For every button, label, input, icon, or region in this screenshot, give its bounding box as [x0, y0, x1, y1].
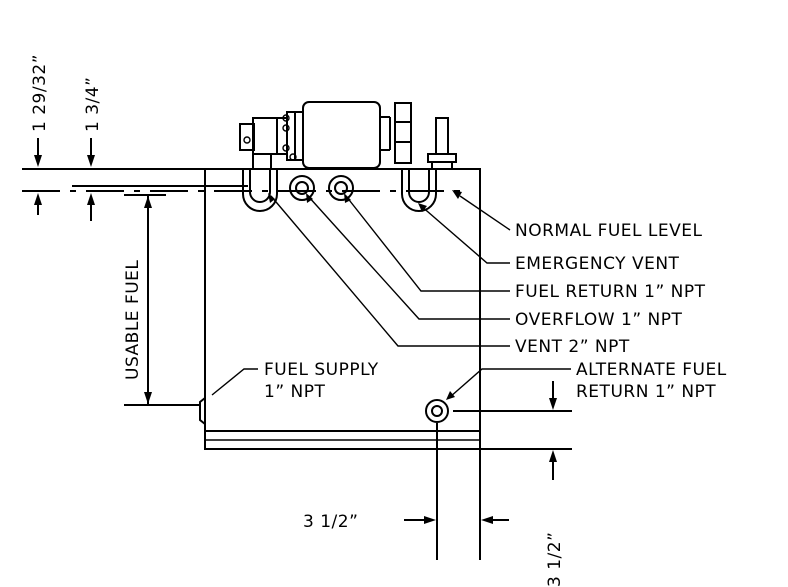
top-outer-dimension-label: 1 29/32” [30, 54, 50, 132]
fuel-return-port [328, 175, 354, 201]
alternate-fuel-return-port [425, 399, 449, 423]
vent-label: VENT 2” NPT [515, 337, 630, 357]
alternate-fuel-return-label-1: ALTERNATE FUEL [576, 360, 727, 380]
top-inner-dimension-label: 1 3/4” [83, 77, 103, 132]
normal-fuel-level-label: NORMAL FUEL LEVEL [515, 221, 703, 241]
emergency-vent-fitting [401, 170, 437, 212]
vent-fitting [242, 170, 278, 212]
usable-fuel-label: USABLE FUEL [123, 260, 143, 380]
leader-lines [211, 190, 571, 400]
fuel-supply-label-2: 1” NPT [264, 382, 325, 402]
fuel-supply-label-1: FUEL SUPPLY [264, 360, 379, 380]
bottom-horizontal-dimension [404, 423, 509, 560]
emergency-vent-label: EMERGENCY VENT [515, 254, 680, 274]
fuel-return-label: FUEL RETURN 1” NPT [515, 282, 706, 302]
fuel-supply-port [199, 397, 206, 425]
alternate-fuel-return-label-2: RETURN 1” NPT [576, 382, 716, 402]
right-vertical-dimension-label: 3 1/2” [545, 532, 565, 587]
overflow-port [289, 175, 315, 201]
right-vertical-dimension [453, 381, 572, 480]
top-dimension [34, 138, 95, 221]
bottom-horizontal-dimension-label: 3 1/2” [303, 512, 358, 532]
pump-motor-assembly [239, 101, 457, 170]
usable-fuel-dimension [124, 194, 200, 406]
overflow-label: OVERFLOW 1” NPT [515, 310, 682, 330]
